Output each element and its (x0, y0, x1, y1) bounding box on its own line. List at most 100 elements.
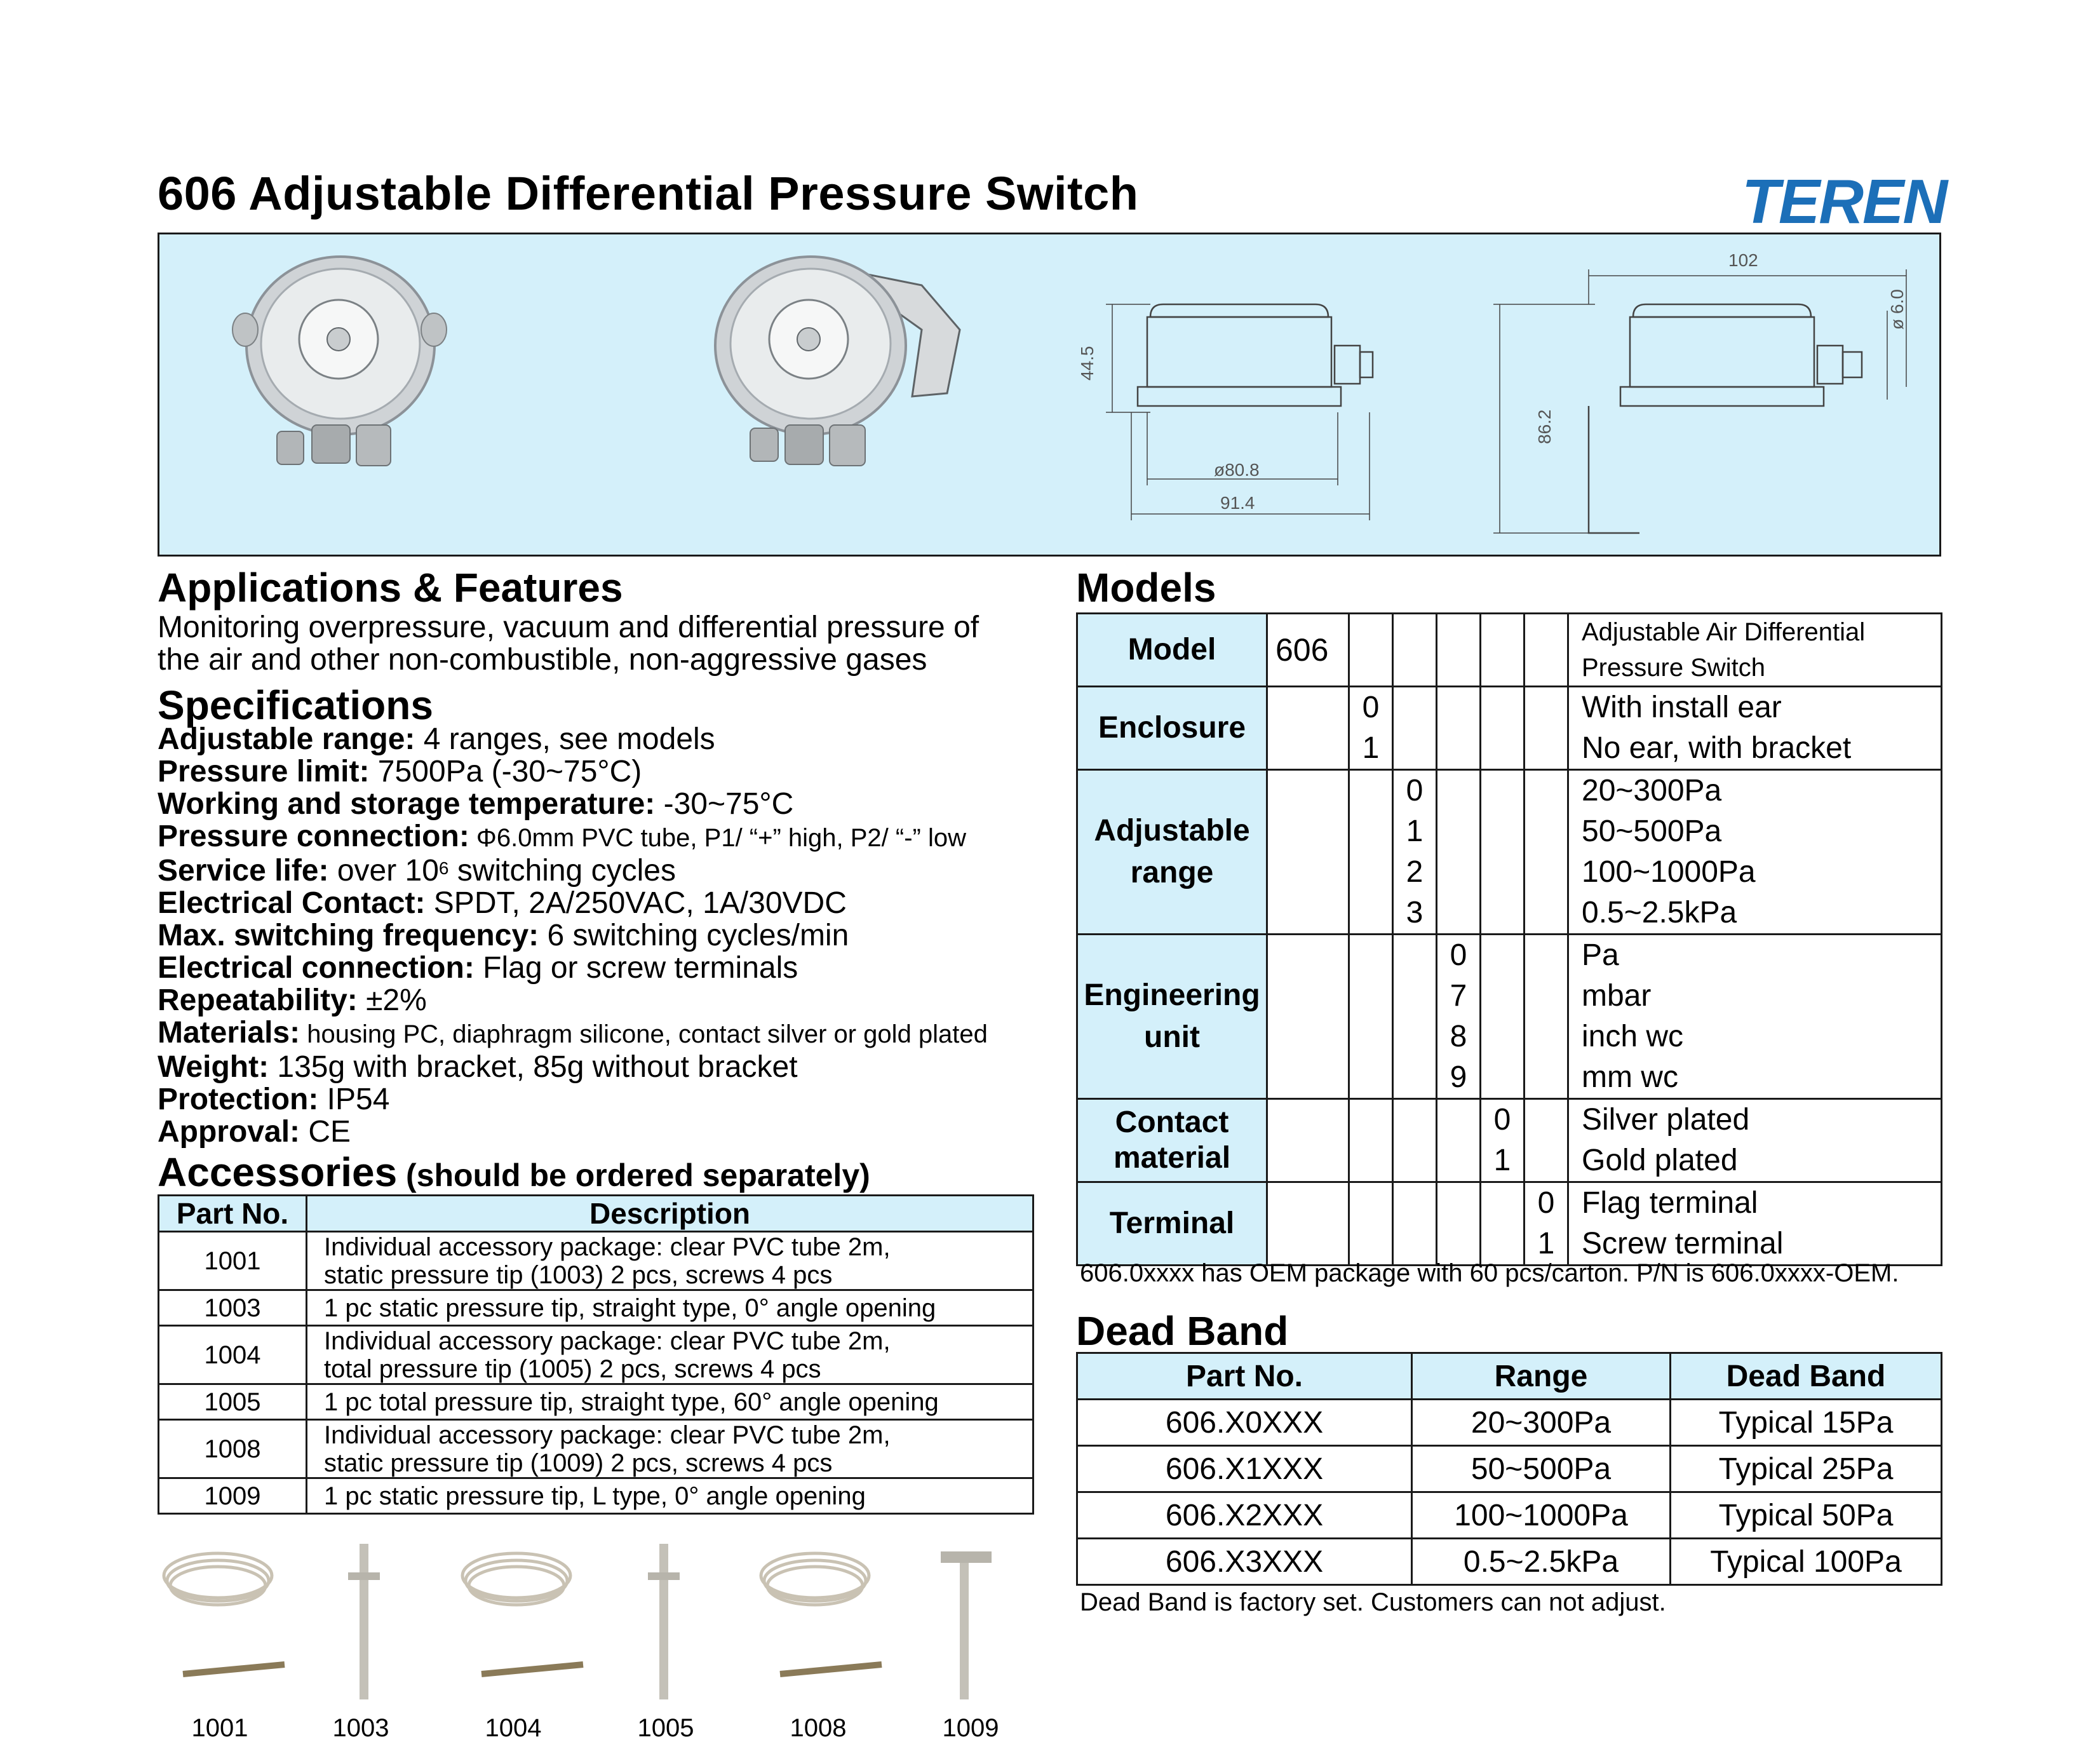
spec-value: Flag or screw terminals (474, 951, 798, 985)
part-no-cell: 1005 (158, 1383, 307, 1421)
table-row: 1003 1 pc static pressure tip, straight … (158, 1289, 1034, 1327)
dim-diameter: ø80.8 (1214, 460, 1260, 480)
spec-exponent: 6 (438, 858, 449, 878)
spec-value: switching cycles (448, 854, 676, 888)
spec-row: Approval: CE (158, 1116, 988, 1148)
spec-label: Working and storage temperature: (158, 787, 656, 821)
teren-logo: TEREN (1742, 166, 1948, 236)
model-code: 606 (1266, 612, 1350, 687)
terminal-label: Terminal (1076, 1181, 1268, 1266)
applications-line-1: Monitoring overpressure, vacuum and diff… (158, 611, 979, 644)
dim-height-1: 44.5 (1077, 346, 1097, 381)
description-cell: Individual accessory package: clear PVC … (306, 1325, 1034, 1385)
description-cell: 1 pc static pressure tip, straight type,… (306, 1289, 1034, 1327)
part-no-cell: 1004 (158, 1325, 307, 1385)
spec-value: Φ6.0mm PVC tube, P1/ “+” high, P2/ “-” l… (469, 824, 966, 852)
spec-row: Adjustable range: 4 ranges, see models (158, 723, 988, 755)
product-illustrations: 44.5 ø80.8 91.4 102 ø 6.0 86.2 (232, 250, 1907, 534)
applications-line-2: the air and other non-combustible, non-a… (158, 643, 927, 677)
range-cell: 0.5~2.5kPa (1411, 1537, 1671, 1586)
description-line: static pressure tip (1003) 2 pcs, screws… (324, 1260, 833, 1289)
table-row: 1004 Individual accessory package: clear… (158, 1325, 1034, 1385)
description-line: total pressure tip (1005) 2 pcs, screws … (324, 1354, 821, 1383)
spec-row: Service life: over 106 switching cycles (158, 854, 988, 887)
description-cell: Individual accessory package: clear PVC … (306, 1231, 1034, 1291)
spec-value: 6 switching cycles/min (539, 919, 849, 952)
spec-label: Service life: (158, 854, 329, 888)
accessory-label: 1005 (637, 1714, 694, 1742)
dead-band-cell: Typical 25Pa (1669, 1445, 1942, 1493)
col-part-no: Part No. (1076, 1352, 1413, 1400)
product-photo-with-bracket (714, 255, 961, 466)
spec-row: Working and storage temperature: -30~75°… (158, 788, 988, 820)
col-description: Description (306, 1194, 1034, 1233)
spec-value: 7500Pa (-30~75°C) (369, 755, 642, 788)
dim-top: 102 (1728, 250, 1758, 270)
description-cell: 1 pc total pressure tip, straight type, … (306, 1383, 1034, 1421)
accessories-title: Accessories (158, 1149, 398, 1195)
side-drawing-ear (1106, 303, 1374, 520)
description-line: Individual accessory package: clear PVC … (324, 1421, 891, 1449)
enclosure-label: Enclosure (1076, 686, 1268, 771)
part-no-cell: 606.X1XXX (1076, 1445, 1413, 1493)
table-row: 1005 1 pc total pressure tip, straight t… (158, 1383, 1034, 1421)
part-no-cell: 1003 (158, 1289, 307, 1327)
description-line: Adjustable Air Differential (1582, 618, 1866, 646)
tube-coil-image-1001 (162, 1551, 285, 1677)
spec-row: Pressure connection: Φ6.0mm PVC tube, P1… (158, 820, 988, 854)
dim-width: 91.4 (1220, 493, 1255, 513)
accessories-heading: Accessories (should be ordered separatel… (158, 1149, 870, 1196)
spec-row: Protection: IP54 (158, 1083, 988, 1116)
spec-label: Pressure connection: (158, 820, 469, 853)
spec-row: Weight: 135g with bracket, 85g without b… (158, 1051, 988, 1083)
table-row: 1001 Individual accessory package: clear… (158, 1231, 1034, 1291)
description-cell: Individual accessory package: clear PVC … (306, 1419, 1034, 1479)
accessory-label: 1003 (332, 1714, 389, 1742)
spec-label: Adjustable range: (158, 722, 415, 756)
table-header-row: Part No. Range Dead Band (1076, 1352, 1942, 1400)
accessory-label: 1004 (485, 1714, 542, 1742)
spec-label: Weight: (158, 1050, 269, 1084)
specifications-heading: Specifications (158, 682, 433, 728)
dead-band-cell: Typical 100Pa (1669, 1537, 1942, 1586)
accessory-pictures (162, 1544, 992, 1699)
model-label: Model (1076, 612, 1268, 687)
page-title: 606 Adjustable Differential Pressure Swi… (158, 167, 1139, 220)
spec-value: CE (300, 1115, 351, 1149)
spec-value: SPDT, 2A/250VAC, 1A/30VDC (425, 886, 847, 920)
accessory-label: 1001 (191, 1714, 248, 1742)
applications-heading: Applications & Features (158, 565, 623, 611)
table-header-row: Part No. Description (158, 1194, 1034, 1233)
description-cell: 1 pc static pressure tip, L type, 0° ang… (306, 1477, 1034, 1515)
range-cell: 50~500Pa (1411, 1445, 1671, 1493)
range-cell: 20~300Pa (1411, 1398, 1671, 1447)
range-cell: 100~1000Pa (1411, 1491, 1671, 1539)
probe-image-1009 (941, 1551, 992, 1699)
oem-note: 606.0xxxx has OEM package with 60 pcs/ca… (1080, 1259, 1899, 1287)
part-no-cell: 606.X0XXX (1076, 1398, 1413, 1447)
spec-value: IP54 (318, 1083, 390, 1116)
spec-value: 135g with bracket, 85g without bracket (269, 1050, 798, 1084)
product-photo-with-ear (232, 255, 447, 466)
part-no-cell: 1001 (158, 1231, 307, 1291)
description-line: static pressure tip (1009) 2 pcs, screws… (324, 1449, 833, 1477)
spec-label: Approval: (158, 1115, 300, 1149)
spec-row: Max. switching frequency: 6 switching cy… (158, 919, 988, 952)
spec-value: housing PC, diaphragm silicone, contact … (300, 1020, 988, 1048)
spec-label: Electrical connection: (158, 951, 475, 985)
